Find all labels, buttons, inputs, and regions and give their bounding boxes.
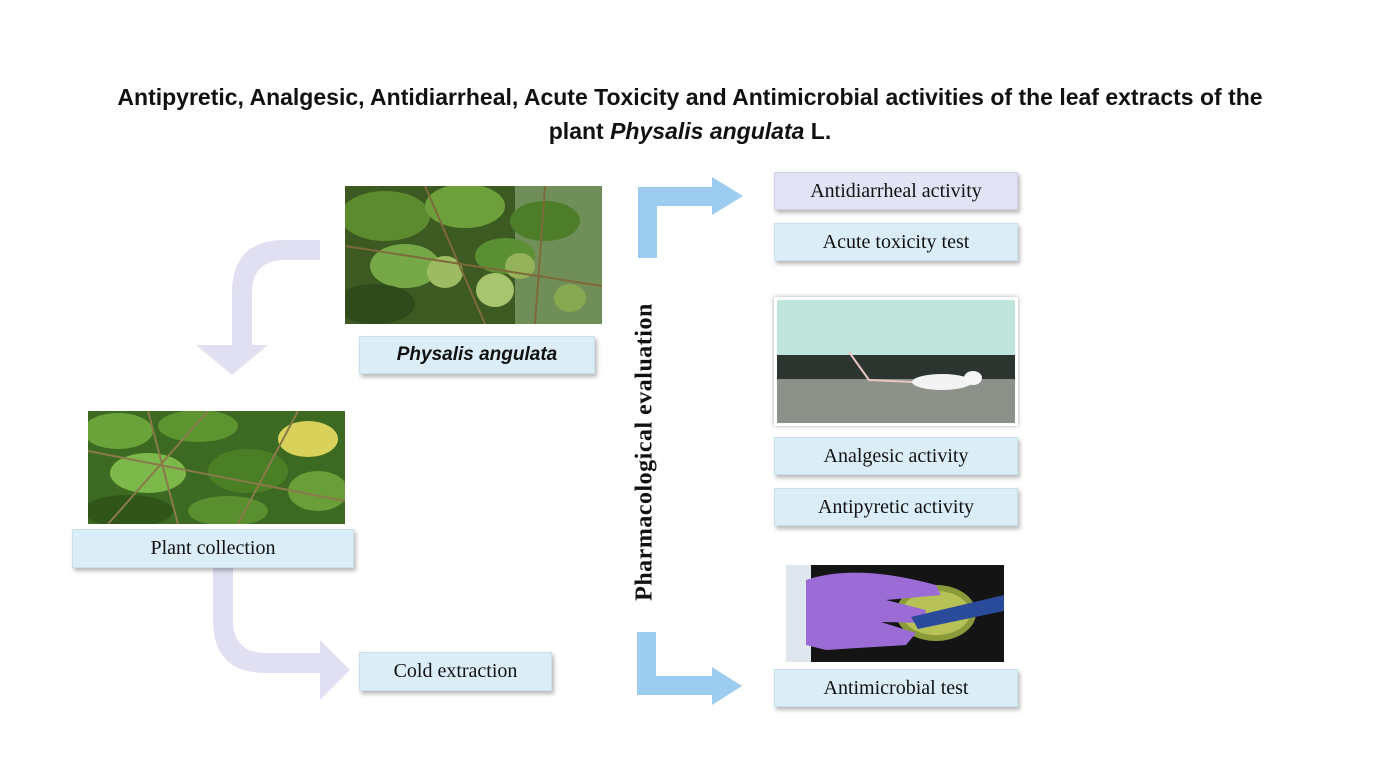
species-label-box: Physalis angulata (359, 336, 595, 374)
antimicrobial-box: Antimicrobial test (774, 669, 1018, 707)
physalis-fruit-photo (345, 186, 602, 324)
evaluation-arrow-top (638, 177, 743, 258)
agar-plate-photo (786, 565, 1004, 662)
antimicrobial-label: Antimicrobial test (823, 676, 969, 699)
analgesic-label: Analgesic activity (823, 444, 969, 467)
cold-extraction-label: Cold extraction (393, 660, 518, 682)
plant-field-photo (88, 411, 345, 524)
cold-extraction-box: Cold extraction (359, 652, 552, 691)
pharmacological-evaluation-label: Pharmacological evaluation (631, 303, 658, 601)
analgesic-box: Analgesic activity (774, 437, 1018, 475)
acute-toxicity-box: Acute toxicity test (774, 223, 1018, 261)
title-species-name: Physalis angulata (610, 118, 805, 144)
antidiarrheal-box: Antidiarrheal activity (774, 172, 1018, 210)
title-line-2-prefix: plant (548, 118, 611, 144)
antipyretic-box: Antipyretic activity (774, 488, 1018, 526)
title-line-1: Antipyretic, Analgesic, Antidiarrheal, A… (117, 84, 1263, 110)
diagram-title: Antipyretic, Analgesic, Antidiarrheal, A… (40, 80, 1340, 148)
title-line-2-suffix: L. (804, 118, 832, 144)
acute-toxicity-label: Acute toxicity test (822, 230, 970, 253)
mouse-test-photo (774, 297, 1018, 426)
plant-collection-box: Plant collection (72, 529, 354, 568)
curved-arrow-to-extraction (213, 568, 350, 700)
curved-arrow-to-collection (196, 240, 320, 375)
evaluation-arrow-bottom (637, 632, 742, 705)
title-line-2: plant Physalis angulata L. (40, 114, 1340, 148)
antipyretic-label: Antipyretic activity (817, 495, 975, 518)
species-label: Physalis angulata (396, 344, 558, 365)
plant-collection-label: Plant collection (150, 537, 276, 559)
antidiarrheal-label: Antidiarrheal activity (810, 179, 982, 202)
